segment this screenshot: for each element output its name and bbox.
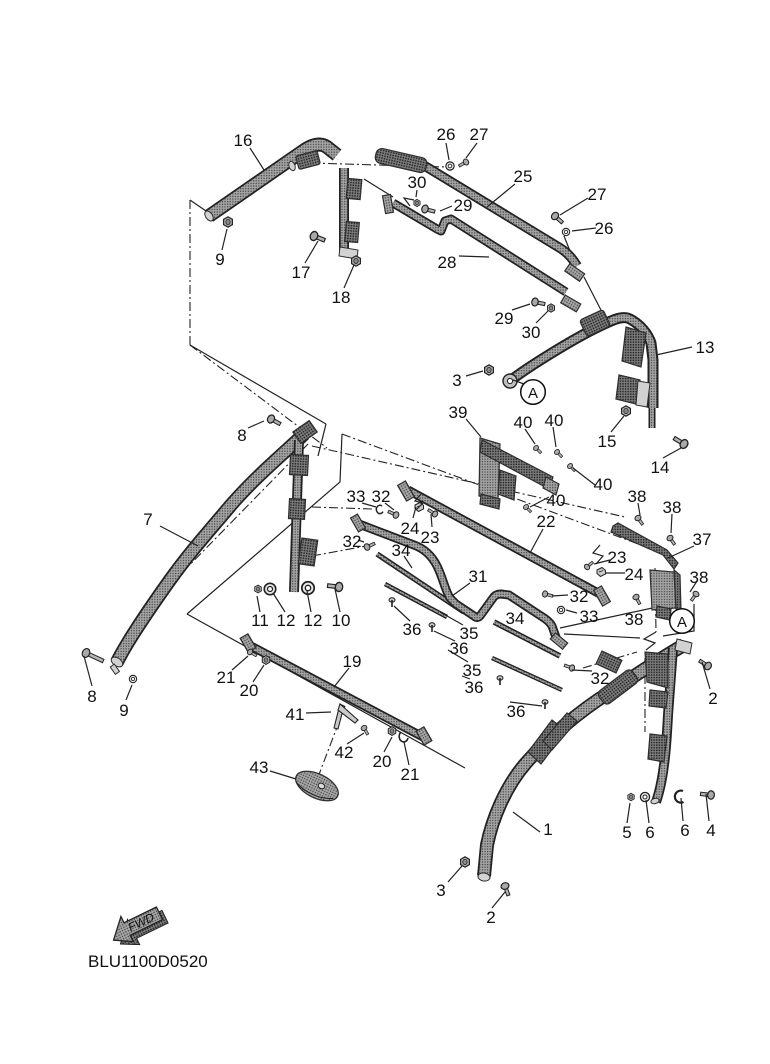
svg-text:34: 34 — [506, 609, 525, 628]
svg-text:39: 39 — [449, 403, 468, 422]
svg-text:27: 27 — [470, 125, 489, 144]
svg-text:41: 41 — [286, 705, 305, 724]
svg-text:3: 3 — [436, 881, 445, 900]
svg-text:36: 36 — [403, 620, 422, 639]
svg-text:A: A — [528, 385, 538, 402]
svg-text:7: 7 — [143, 510, 152, 529]
svg-text:30: 30 — [522, 323, 541, 342]
svg-text:14: 14 — [651, 458, 670, 477]
svg-text:40: 40 — [547, 491, 566, 510]
svg-text:21: 21 — [217, 668, 236, 687]
svg-text:15: 15 — [598, 432, 617, 451]
svg-text:40: 40 — [514, 413, 533, 432]
svg-text:33: 33 — [580, 607, 599, 626]
svg-text:40: 40 — [594, 475, 613, 494]
svg-text:6: 6 — [645, 823, 654, 842]
svg-text:35: 35 — [460, 624, 479, 643]
svg-text:21: 21 — [401, 765, 420, 784]
svg-text:2: 2 — [486, 908, 495, 927]
svg-text:36: 36 — [465, 678, 484, 697]
svg-text:10: 10 — [332, 611, 351, 630]
svg-text:30: 30 — [408, 173, 427, 192]
svg-text:22: 22 — [537, 512, 556, 531]
svg-text:32: 32 — [372, 487, 391, 506]
svg-text:26: 26 — [437, 125, 456, 144]
svg-text:24: 24 — [625, 565, 644, 584]
svg-text:19: 19 — [343, 652, 362, 671]
svg-text:36: 36 — [507, 702, 526, 721]
svg-text:43: 43 — [250, 758, 269, 777]
svg-text:9: 9 — [119, 701, 128, 720]
svg-text:42: 42 — [335, 743, 354, 762]
svg-text:29: 29 — [495, 309, 514, 328]
svg-text:BLU1100D0520: BLU1100D0520 — [88, 952, 208, 971]
svg-text:1: 1 — [543, 820, 552, 839]
svg-text:32: 32 — [591, 669, 610, 688]
svg-text:18: 18 — [332, 288, 351, 307]
svg-text:8: 8 — [237, 426, 246, 445]
svg-text:12: 12 — [277, 611, 296, 630]
svg-text:23: 23 — [608, 548, 627, 567]
svg-text:40: 40 — [545, 411, 564, 430]
svg-text:38: 38 — [690, 568, 709, 587]
svg-text:8: 8 — [87, 687, 96, 706]
svg-text:2: 2 — [708, 689, 717, 708]
svg-text:35: 35 — [463, 661, 482, 680]
svg-text:20: 20 — [373, 752, 392, 771]
svg-text:16: 16 — [234, 131, 253, 150]
svg-text:17: 17 — [292, 263, 311, 282]
svg-text:26: 26 — [595, 219, 614, 238]
svg-text:29: 29 — [454, 196, 473, 215]
svg-text:28: 28 — [438, 253, 457, 272]
svg-text:5: 5 — [622, 823, 631, 842]
svg-text:12: 12 — [304, 611, 323, 630]
svg-text:38: 38 — [663, 498, 682, 517]
svg-text:38: 38 — [625, 610, 644, 629]
svg-text:13: 13 — [696, 338, 715, 357]
svg-text:11: 11 — [251, 611, 269, 630]
svg-text:33: 33 — [347, 487, 366, 506]
svg-text:20: 20 — [240, 681, 259, 700]
svg-text:23: 23 — [421, 528, 440, 547]
svg-text:3: 3 — [452, 371, 461, 390]
svg-text:24: 24 — [401, 519, 420, 538]
svg-text:34: 34 — [392, 541, 411, 560]
svg-text:A: A — [677, 614, 687, 631]
svg-text:4: 4 — [706, 821, 715, 840]
svg-text:6: 6 — [680, 821, 689, 840]
svg-text:37: 37 — [693, 530, 712, 549]
svg-text:32: 32 — [570, 587, 589, 606]
svg-text:25: 25 — [514, 167, 533, 186]
svg-text:36: 36 — [450, 639, 469, 658]
svg-text:27: 27 — [588, 185, 607, 204]
svg-text:32: 32 — [343, 532, 362, 551]
svg-text:9: 9 — [215, 250, 224, 269]
svg-text:31: 31 — [469, 567, 488, 586]
svg-text:38: 38 — [628, 487, 647, 506]
